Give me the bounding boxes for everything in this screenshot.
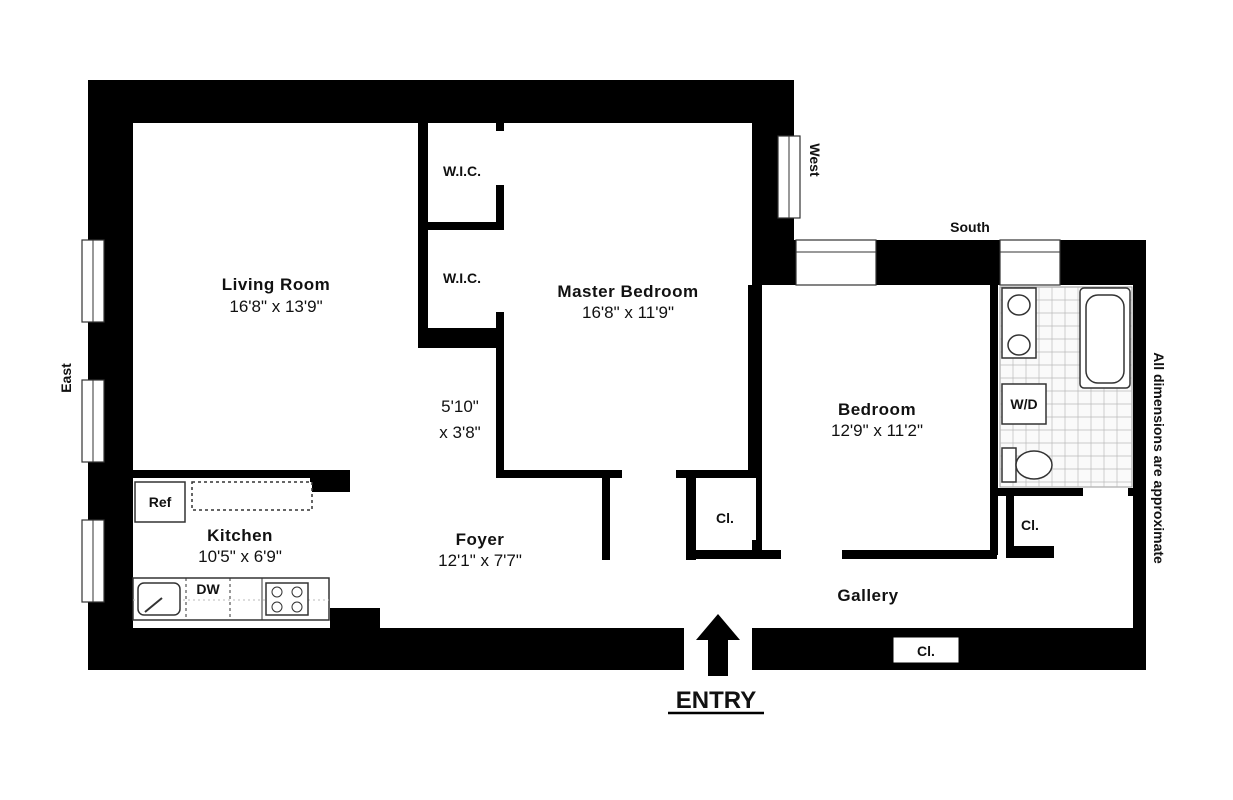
living-room-dims: 16'8" x 13'9" xyxy=(229,297,322,316)
refrigerator xyxy=(134,481,186,523)
closet-label-3: Cl. xyxy=(917,643,935,659)
wic-label-1: W.I.C. xyxy=(443,163,481,179)
closet-dims-line2: x 3'8" xyxy=(439,423,480,442)
wd-label: W/D xyxy=(1010,396,1037,412)
toilet xyxy=(1001,447,1017,483)
bedroom-dims: 12'9" x 11'2" xyxy=(831,421,923,440)
dw-label: DW xyxy=(196,581,220,597)
kitchen-name: Kitchen xyxy=(207,526,273,545)
closet-label-2: Cl. xyxy=(1021,517,1039,533)
closet-dims-line1: 5'10" xyxy=(441,397,479,416)
east-label: East xyxy=(58,363,74,393)
windows xyxy=(81,135,1061,672)
closet-labels: W.I.C. W.I.C. Cl. Cl. Cl. xyxy=(443,163,1039,659)
foyer-dims: 12'1" x 7'7" xyxy=(438,551,522,570)
west-label: West xyxy=(807,143,823,177)
walls xyxy=(88,80,1146,670)
kitchen-dims: 10'5" x 6'9" xyxy=(198,547,282,566)
interior-walls xyxy=(133,123,1136,560)
room-labels: Living Room 16'8" x 13'9" Master Bedroom… xyxy=(198,275,923,605)
bedroom-name: Bedroom xyxy=(838,400,916,419)
south-label: South xyxy=(950,219,990,235)
ref-label: Ref xyxy=(149,494,172,510)
gallery-name: Gallery xyxy=(837,586,898,605)
master-bedroom-name: Master Bedroom xyxy=(557,282,698,301)
compass-labels: East West South xyxy=(58,143,990,392)
washer-dryer xyxy=(1001,383,1047,425)
fixture-labels: Ref DW W/D xyxy=(149,396,1038,597)
master-bedroom-dims: 16'8" x 11'9" xyxy=(582,303,674,322)
stove xyxy=(265,582,309,616)
entry-label: ENTRY xyxy=(676,687,756,714)
dimensions-note: All dimensions are approximate xyxy=(1151,352,1167,564)
living-room-name: Living Room xyxy=(222,275,330,294)
foyer-name: Foyer xyxy=(456,530,505,549)
kitchen-sink xyxy=(137,582,181,616)
closet-label-1: Cl. xyxy=(716,510,734,526)
entry-arrow-icon xyxy=(696,614,740,676)
fixtures xyxy=(132,286,1133,621)
wic-label-2: W.I.C. xyxy=(443,270,481,286)
